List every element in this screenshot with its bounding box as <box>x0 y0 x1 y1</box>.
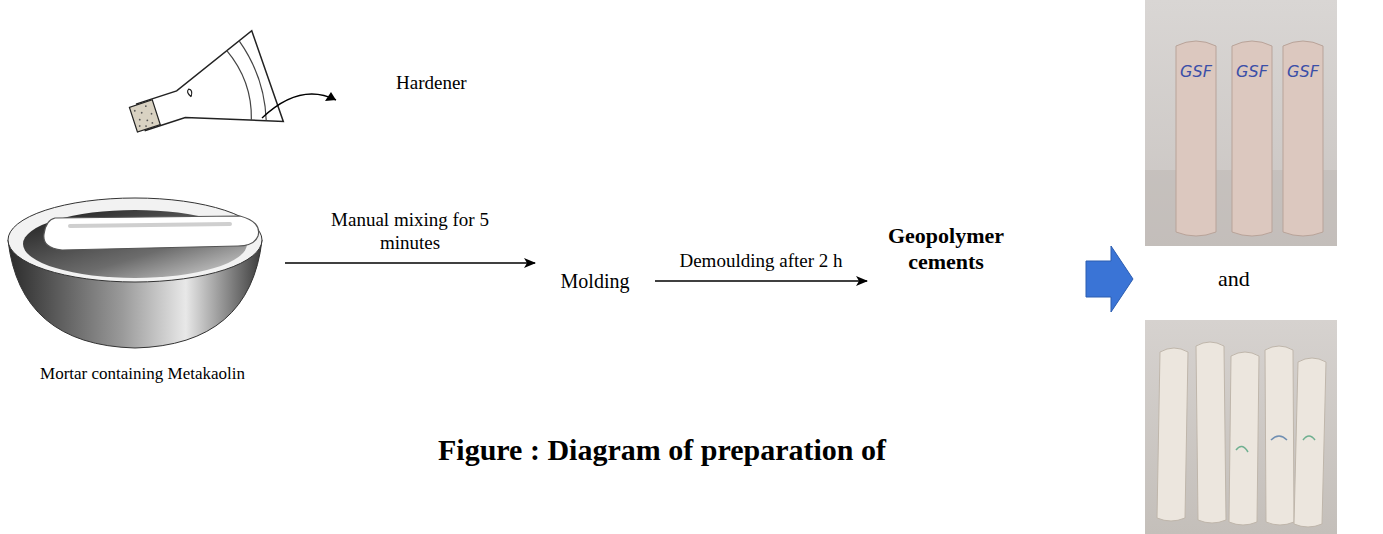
cylinder-sample <box>1294 358 1326 527</box>
flask-liquid-line <box>239 39 271 121</box>
photo-ground <box>1145 0 1337 246</box>
node-text: Geopolymer cements <box>873 223 1019 276</box>
cylinder-sample <box>1232 41 1272 236</box>
sample-marking: GSF <box>1180 62 1212 81</box>
sample-photo <box>1145 320 1337 534</box>
joiner-text: and <box>1218 266 1250 292</box>
flask-liquid-line <box>227 48 258 121</box>
figure-caption: Figure : Diagram of preparation of <box>438 432 886 468</box>
step-label: Demoulding after 2 h <box>641 249 881 273</box>
photo-marking <box>1303 436 1315 440</box>
reagent-label: Hardener <box>396 72 467 95</box>
pour-arrow-head <box>325 92 336 101</box>
step-node: Molding <box>535 255 655 307</box>
cylinder-sample <box>1229 352 1259 525</box>
node-text: Mortar containing Metakaolin <box>40 364 245 384</box>
mortar-rim <box>8 198 262 282</box>
cylinder-sample <box>1176 41 1216 236</box>
flask-body <box>126 30 283 163</box>
mortar-icon <box>8 198 262 348</box>
block-arrow <box>1086 246 1133 312</box>
cylinder-sample <box>1196 342 1226 523</box>
flask-icon <box>119 30 284 165</box>
cylinder-sample <box>1157 348 1188 521</box>
sample-photo <box>1145 0 1337 246</box>
step-label: Manual mixing for 5 minutes <box>312 208 508 256</box>
flask-stopper <box>129 100 160 132</box>
pestle-shine <box>70 224 230 226</box>
stopper-dots <box>133 104 155 129</box>
photo-marking <box>1271 436 1287 440</box>
cylinder-sample <box>1265 346 1294 525</box>
flask-symbol <box>187 88 193 97</box>
photo-marking <box>1236 446 1248 452</box>
process-arrow <box>285 262 535 264</box>
cylinder-sample <box>1283 41 1323 236</box>
pestle <box>44 216 259 250</box>
node-text: Molding <box>561 269 630 293</box>
process-arrow <box>655 280 867 282</box>
photo-ground <box>1145 320 1337 534</box>
product-node: Geopolymer cements <box>867 216 1025 282</box>
sample-marking: GSF <box>1236 62 1268 81</box>
mortar-node: Mortar containing Metakaolin <box>0 188 285 388</box>
sample-marking: GSF <box>1287 62 1319 81</box>
pour-arrow <box>262 94 336 118</box>
